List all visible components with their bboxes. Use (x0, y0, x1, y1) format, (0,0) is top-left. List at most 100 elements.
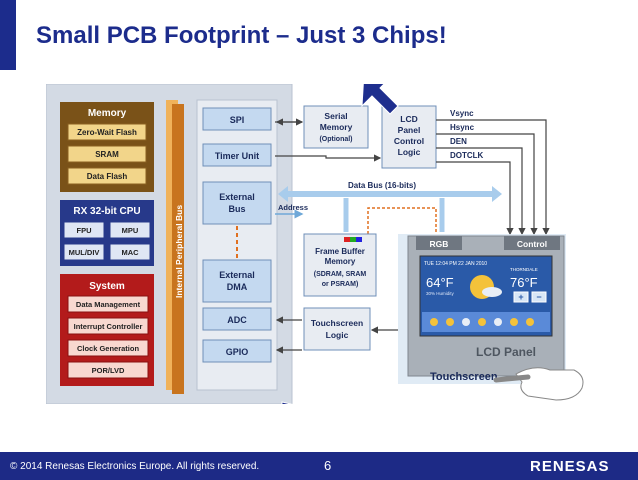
gpio-label: GPIO (226, 347, 249, 357)
lcd-panel: RGB Control TUE 12:04 PM 22 JAN 2010 THO… (398, 234, 584, 401)
data-bus-arrow-left (278, 186, 288, 202)
data-bus: Data Bus (16-bits) Address (275, 181, 502, 234)
forecast-icon (446, 318, 454, 326)
temp-left: 64°F (426, 275, 454, 290)
serial-memory-box (303, 105, 369, 149)
system-item: Clock Generation (77, 344, 140, 353)
memory-item: Zero-Wait Flash (77, 128, 137, 137)
touchscreen-label: Touchscreen (430, 371, 498, 383)
memory-item: Data Flash (87, 172, 128, 181)
system-item: Data Management (76, 300, 141, 309)
cpu-item-box (63, 243, 105, 261)
forecast-icon (494, 318, 502, 326)
copyright-text: © 2014 Renesas Electronics Europe. All r… (10, 461, 260, 472)
system-item-box (67, 295, 149, 313)
hsync-line (436, 133, 538, 236)
forecast-icon (526, 318, 534, 326)
cpu-item: MUL/DIV (69, 248, 100, 257)
block-diagram: Memory Zero-Wait Flash SRAM Data Flash R… (46, 84, 584, 404)
cloud-icon (482, 287, 502, 297)
cpu-header: RX 32-bit CPU (73, 206, 140, 217)
memory-item-box (67, 167, 147, 185)
lcd-control-label: LCD (400, 114, 417, 124)
forecast-icon (478, 318, 486, 326)
memory-item-box (67, 123, 147, 141)
pointing-finger-icon (493, 374, 531, 383)
frame-buffer-label: (SDRAM, SRAM (314, 271, 367, 278)
external-dma-label: External (219, 270, 255, 280)
memory-item-box (67, 145, 147, 163)
rgb-swatch-blue (356, 237, 362, 242)
serial-memory-label: Memory (320, 122, 353, 132)
memory-block: Memory Zero-Wait Flash SRAM Data Flash (60, 102, 154, 192)
forecast-icon (430, 318, 438, 326)
signal-label: DEN (450, 137, 467, 146)
external-bus-box (202, 181, 272, 225)
spi-box (202, 107, 272, 131)
frame-buffer-label: Memory (325, 257, 356, 266)
svg-text:−: − (536, 292, 541, 302)
internal-peripheral-bus: Internal Peripheral Bus (166, 100, 184, 394)
cpu-block: RX 32-bit CPU FPU MPU MUL/DIV MAC (60, 200, 154, 266)
adc-box (202, 307, 272, 331)
dotclk-line (436, 161, 514, 236)
system-item: Interrupt Controller (74, 322, 143, 331)
forecast-icon (510, 318, 518, 326)
svg-text:+: + (518, 292, 523, 302)
data-bus-label: Data Bus (16-bits) (348, 181, 416, 190)
temp-right: 76°F (510, 275, 538, 290)
rgb-label: RGB (430, 239, 449, 249)
screen-city: THORNDALE (510, 267, 538, 272)
adc-label: ADC (227, 315, 247, 325)
control-tab (504, 236, 560, 250)
lcd-control-label: Panel (398, 125, 421, 135)
system-block: System Data Management Interrupt Control… (60, 274, 154, 386)
lcd-control-label: Logic (398, 147, 421, 157)
lcd-panel-label: LCD Panel (476, 345, 536, 359)
cpu-item-box (109, 221, 151, 239)
bus-front (172, 104, 184, 394)
data-bus-arrow-right (492, 186, 502, 202)
minus-button-icon (531, 291, 547, 303)
system-header: System (89, 281, 125, 292)
lcd-control-label: Control (394, 136, 424, 146)
dma-path (367, 207, 437, 234)
finger-hand-icon (515, 367, 584, 401)
rgb-swatch-green (350, 237, 356, 242)
memory-header: Memory (88, 108, 127, 119)
cpu-item: MAC (121, 248, 139, 257)
slide-title: Small PCB Footprint – Just 3 Chips! (36, 22, 447, 49)
data-bus-bar (284, 191, 494, 197)
cpu-item: MPU (122, 226, 139, 235)
renesas-logo: RENESAS (530, 458, 610, 475)
external-dma-label: DMA (227, 282, 248, 292)
footer-bar (0, 452, 638, 480)
cpu-item: FPU (77, 226, 92, 235)
control-label: Control (517, 239, 547, 249)
address-label: Address (278, 203, 308, 212)
frame-buffer-label: or PSRAM) (322, 281, 359, 288)
cpu-item-box (109, 243, 151, 261)
vsync-line (436, 119, 550, 236)
bus-label: Internal Peripheral Bus (174, 205, 184, 298)
control-signals: Vsync Hsync DEN DOTCLK (436, 109, 550, 236)
signal-label: DOTCLK (450, 151, 484, 160)
rgb-tab (416, 236, 462, 250)
external-bus-label: External (219, 192, 255, 202)
callout-arrow-top (361, 84, 399, 115)
callout-arrow-bottom (281, 401, 293, 404)
system-item: POR/LVD (92, 366, 125, 375)
serial-memory-label: (Optional) (319, 136, 352, 143)
memory-item: SRAM (95, 150, 119, 159)
screen-time: TUE 12:04 PM 22 JAN 2010 (424, 261, 487, 267)
forecast-icon (462, 318, 470, 326)
timer-box (202, 143, 272, 167)
lcd-control-box (381, 105, 437, 169)
system-item-box (67, 361, 149, 379)
system-item-box (67, 317, 149, 335)
plus-button-icon (513, 291, 529, 303)
touch-logic-box (303, 307, 371, 351)
cpu-item-box (63, 221, 105, 239)
timer-lcd-arrow (275, 154, 382, 162)
signal-label: Hsync (450, 123, 475, 132)
